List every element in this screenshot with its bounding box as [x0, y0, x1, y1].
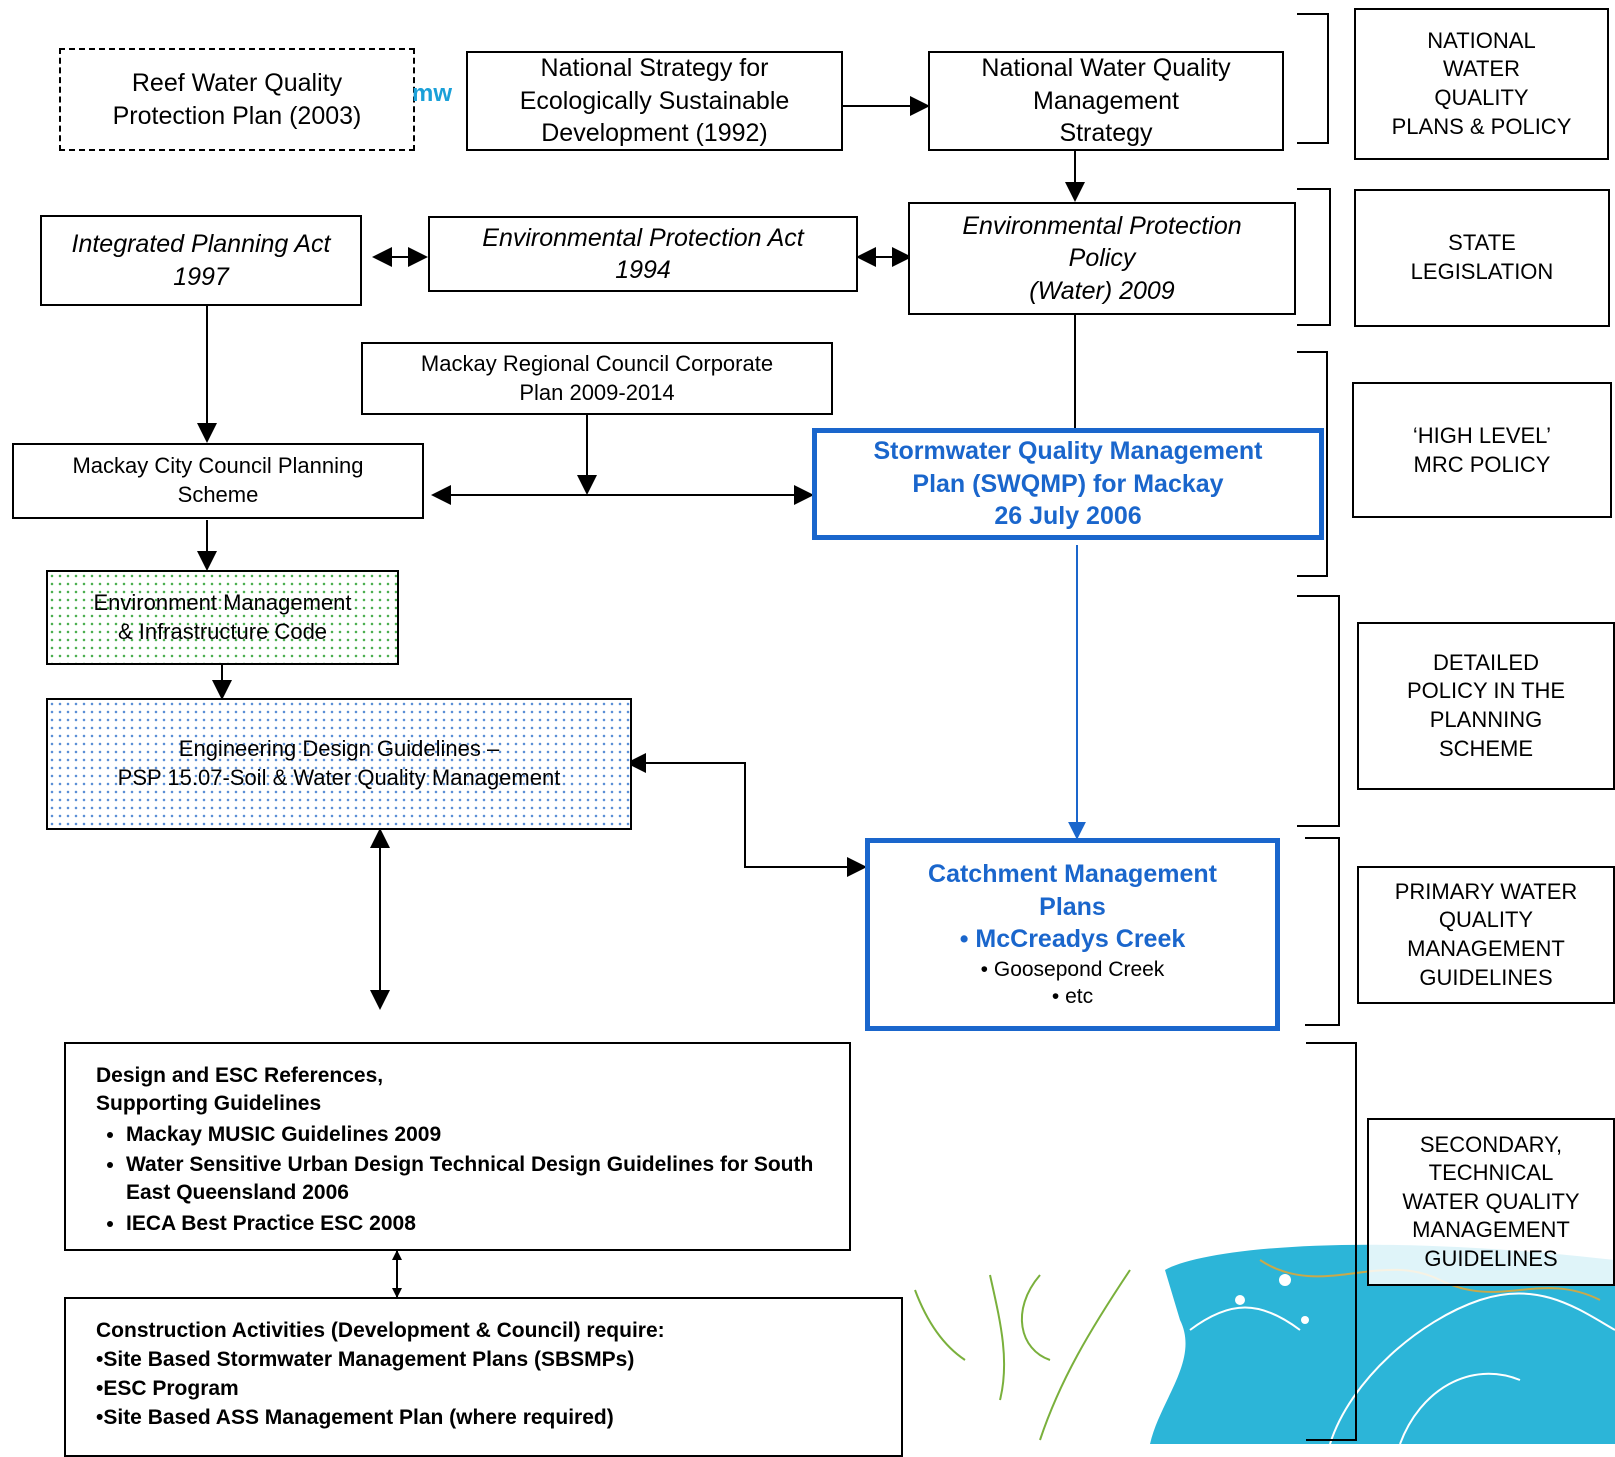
arrow-edg-cmp — [626, 753, 867, 877]
references-heading-2: Supporting Guidelines — [96, 1092, 322, 1116]
ipa-line-1: Integrated Planning Act — [71, 230, 331, 258]
reference-item: IECA Best Practice ESC 2008 — [126, 1210, 839, 1238]
corporate-plan-box: Mackay Regional Council Corporate Plan 2… — [361, 342, 833, 415]
swqmp-line-2: Plan (SWQMP) for Mackay — [912, 469, 1224, 498]
level-detailed-2: POLICY IN THE — [1406, 678, 1566, 704]
swqmp-line-1: Stormwater Quality Management — [873, 437, 1263, 466]
esd-line-2: Ecologically Sustainable — [519, 86, 790, 115]
cmp-item-etc: • etc — [1051, 985, 1094, 1009]
bracket-national — [1297, 13, 1329, 144]
epa-line-1: Environmental Protection Act — [482, 223, 804, 252]
integrated-planning-act-box: Integrated Planning Act 1997 — [40, 215, 362, 306]
level-state-2: LEGISLATION — [1410, 259, 1554, 284]
references-list: Mackay MUSIC Guidelines 2009 Water Sensi… — [96, 1119, 839, 1240]
swqmp-line-3: 26 July 2006 — [994, 502, 1142, 531]
environmental-protection-act-box: Environmental Protection Act 1994 — [428, 216, 858, 292]
construction-item: •ESC Program — [96, 1376, 239, 1400]
level-detailed: DETAILED POLICY IN THE PLANNING SCHEME — [1357, 622, 1615, 790]
level-detailed-4: SCHEME — [1438, 735, 1534, 761]
level-primary-4: GUIDELINES — [1419, 964, 1553, 990]
bracket-primary — [1305, 837, 1340, 1026]
environmental-protection-policy-box: Environmental Protection Policy (Water) … — [908, 202, 1296, 315]
level-national-1: NATIONAL — [1427, 27, 1536, 53]
bracket-state — [1297, 188, 1331, 326]
level-secondary-4: MANAGEMENT — [1412, 1217, 1570, 1243]
esd-line-1: National Strategy for — [540, 54, 769, 83]
catchment-management-plans-box: Catchment Management Plans • McCreadys C… — [865, 838, 1280, 1031]
cropped-text-fragment: mw — [412, 80, 453, 107]
scheme-line-1: Mackay City Council Planning — [72, 453, 364, 479]
nwqms-box: National Water Quality Management Strate… — [928, 51, 1284, 151]
corporate-line-2: Plan 2009-2014 — [519, 379, 675, 405]
cmp-title-2: Plans — [1039, 892, 1106, 921]
edg-line-1: Engineering Design Guidelines – — [178, 736, 500, 762]
epp-line-2: Policy — [1068, 244, 1136, 273]
reef-line-1: Reef Water Quality — [131, 69, 343, 97]
level-secondary: SECONDARY, TECHNICAL WATER QUALITY MANAG… — [1367, 1118, 1615, 1286]
level-primary: PRIMARY WATER QUALITY MANAGEMENT GUIDELI… — [1357, 866, 1615, 1004]
ipa-line-2: 1997 — [173, 262, 229, 291]
edg-line-2: PSP 15.07-Soil & Water Quality Managemen… — [117, 765, 561, 790]
emic-line-1: Environment Management — [93, 589, 352, 615]
level-primary-2: QUALITY — [1438, 907, 1534, 933]
epp-line-1: Environmental Protection — [962, 211, 1242, 240]
level-secondary-5: GUIDELINES — [1424, 1245, 1558, 1271]
level-national-2: WATER — [1443, 56, 1520, 82]
reference-item: Water Sensitive Urban Design Technical D… — [126, 1151, 839, 1208]
level-primary-3: MANAGEMENT — [1407, 936, 1565, 961]
bracket-secondary — [1306, 1042, 1357, 1441]
level-secondary-2: TECHNICAL — [1428, 1160, 1554, 1186]
construction-item: •Site Based Stormwater Management Plans … — [96, 1347, 635, 1371]
level-state-1: STATE — [1448, 230, 1516, 256]
nwqms-line-1: National Water Quality — [981, 54, 1231, 83]
esd-line-3: Development (1992) — [541, 119, 768, 148]
level-high-2: MRC POLICY — [1413, 451, 1551, 477]
level-national: NATIONAL WATER QUALITY PLANS & POLICY — [1354, 8, 1609, 160]
planning-scheme-box: Mackay City Council Planning Scheme — [12, 443, 424, 519]
swqmp-box: Stormwater Quality Management Plan (SWQM… — [812, 428, 1324, 540]
construction-activities-box: Construction Activities (Development & C… — [64, 1297, 903, 1457]
level-state: STATE LEGISLATION — [1354, 189, 1610, 327]
construction-item: •Site Based ASS Management Plan (where r… — [96, 1405, 614, 1429]
scheme-line-2: Scheme — [177, 482, 259, 507]
reference-item: Mackay MUSIC Guidelines 2009 — [126, 1121, 839, 1149]
construction-heading: Construction Activities (Development & C… — [96, 1319, 665, 1342]
national-strategy-esd-box: National Strategy for Ecologically Susta… — [466, 51, 843, 151]
corporate-line-1: Mackay Regional Council Corporate — [420, 350, 774, 376]
cmp-item-goosepond: • Goosepond Creek — [980, 957, 1165, 981]
bracket-high-level — [1297, 351, 1328, 577]
epa-line-2: 1994 — [615, 256, 671, 284]
cmp-title-1: Catchment Management — [928, 860, 1217, 889]
level-secondary-3: WATER QUALITY — [1402, 1188, 1580, 1214]
environment-management-code-box: Environment Management & Infrastructure … — [46, 570, 399, 665]
epp-line-3: (Water) 2009 — [1029, 276, 1175, 305]
cmp-item-mccreadys: • McCreadys Creek — [959, 925, 1186, 954]
bracket-detailed — [1297, 595, 1340, 827]
level-primary-1: PRIMARY WATER — [1394, 878, 1578, 904]
references-heading-1: Design and ESC References, — [96, 1064, 384, 1087]
level-high-1: ‘HIGH LEVEL’ — [1412, 423, 1552, 448]
level-detailed-1: DETAILED — [1433, 649, 1539, 675]
level-detailed-3: PLANNING — [1429, 707, 1543, 732]
engineering-design-guidelines-box: Engineering Design Guidelines – PSP 15.0… — [46, 698, 632, 830]
nwqms-line-3: Strategy — [1059, 119, 1153, 148]
level-national-3: QUALITY — [1434, 85, 1529, 110]
emic-line-2: & Infrastructure Code — [117, 618, 328, 644]
level-high: ‘HIGH LEVEL’ MRC POLICY — [1352, 382, 1612, 518]
reef-water-quality-plan-box: Reef Water Quality Protection Plan (2003… — [59, 48, 415, 151]
reef-line-2: Protection Plan (2003) — [112, 101, 362, 130]
design-esc-references-box: Design and ESC References, Supporting Gu… — [64, 1042, 851, 1251]
level-secondary-1: SECONDARY, — [1419, 1131, 1563, 1157]
nwqms-line-2: Management — [1033, 86, 1179, 115]
level-national-4: PLANS & POLICY — [1391, 113, 1572, 139]
